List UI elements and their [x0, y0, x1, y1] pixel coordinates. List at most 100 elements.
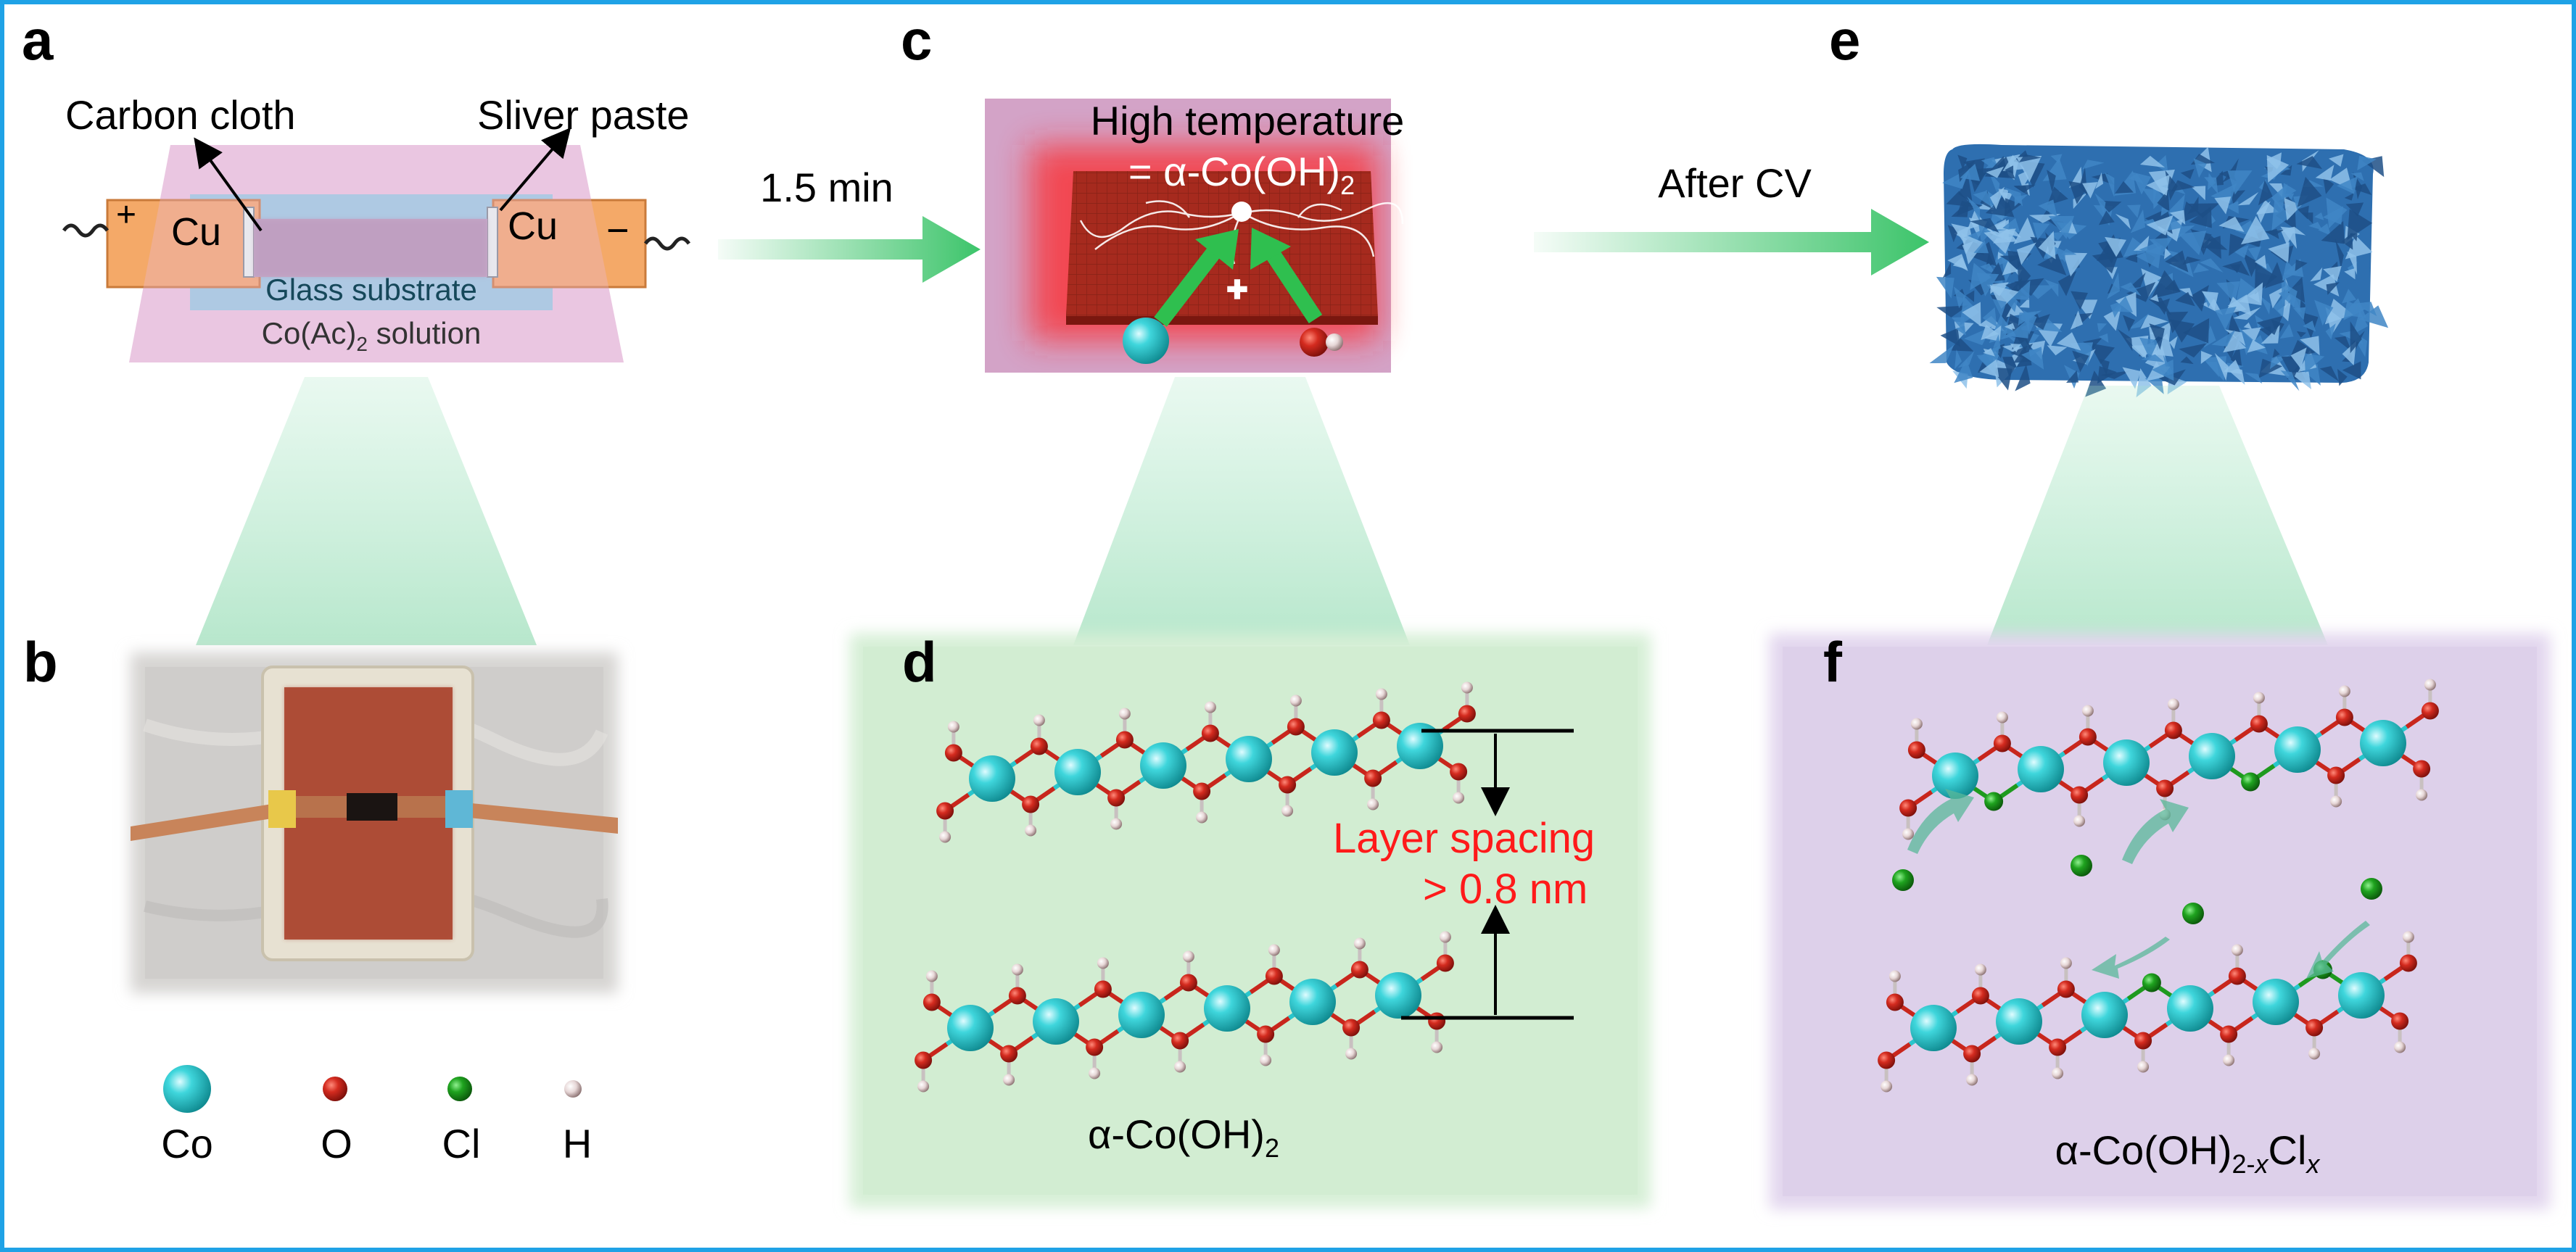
nanosheet-flake: [2098, 210, 2115, 225]
nanosheet-flake: [2149, 237, 2173, 254]
nanosheet-flake: [1973, 240, 1989, 254]
co-atom: [1226, 736, 1272, 782]
nanosheet-flake: [2019, 297, 2030, 308]
nanosheet-flake: [2056, 332, 2081, 351]
nanosheet-flake: [1960, 163, 1981, 181]
cu-right-label: Cu: [508, 204, 558, 248]
o-atom: [1878, 1051, 1896, 1069]
co-atom: [2103, 739, 2150, 786]
nanosheet-flake: [1954, 359, 1973, 384]
legend-cl-atom: [447, 1077, 472, 1101]
o-atom: [944, 744, 962, 762]
nanosheet-flake: [1992, 299, 2007, 318]
o-atom: [1008, 987, 1026, 1005]
migration-arrows: [1907, 789, 2370, 979]
oh-oxygen: [1300, 328, 1329, 357]
h-atom: [1260, 1054, 1272, 1066]
nanosheet-flake: [2290, 371, 2312, 390]
panel-d-letter: d: [902, 630, 937, 694]
free-cl-ion: [1892, 869, 1914, 891]
nanosheet-flake: [1989, 186, 2005, 210]
beam-a-b: [196, 377, 537, 645]
nanosheet-flake: [2180, 356, 2194, 365]
cu-left-label: Cu: [171, 210, 221, 254]
carbon-cloth-pointer: [194, 137, 263, 232]
nanosheet-flake: [2193, 158, 2207, 178]
nanosheet-flake: [1990, 285, 1997, 294]
o-atom: [2250, 715, 2268, 733]
h-atom: [2253, 692, 2265, 704]
legend-co-atom: [163, 1065, 211, 1113]
legend-o-label: O: [321, 1121, 352, 1166]
o-atom: [1257, 1025, 1275, 1043]
nanosheet-flake: [1954, 349, 1962, 370]
h-atom: [1345, 1048, 1358, 1060]
legend-h-label: H: [563, 1121, 592, 1166]
nanosheet-flake: [2098, 333, 2109, 343]
nanosheet-flake: [2247, 246, 2262, 262]
nanosheet-flake: [1981, 324, 1999, 341]
nanosheet-flake: [2050, 154, 2063, 164]
h-atom: [1902, 828, 1915, 840]
panel-f-letter: f: [1823, 630, 1843, 694]
nanosheet-flake: [1970, 217, 1999, 233]
h-atom: [1888, 970, 1901, 982]
h-atom: [1289, 695, 1302, 707]
nanosheet-flake: [2178, 231, 2207, 255]
nanosheet-flake: [2123, 315, 2135, 332]
co-atom: [1140, 742, 1186, 789]
nanosheet-flake: [2353, 310, 2369, 335]
nanosheet-flake: [1983, 348, 1995, 357]
nanosheet-flake: [2037, 253, 2067, 275]
nanosheet-flake: [2223, 333, 2247, 353]
nanosheet-flake: [2141, 268, 2163, 297]
nanosheet-flake: [2218, 216, 2245, 233]
nanosheet-flake: [2297, 205, 2309, 220]
wire-right: [643, 236, 691, 251]
nanosheet-flake: [1951, 200, 1969, 217]
o-atom: [2399, 954, 2417, 972]
panel-c-line1: High temperature: [1091, 98, 1405, 144]
nanosheet-flake: [2038, 231, 2056, 260]
o-atom: [1899, 799, 1917, 817]
nanosheet-flake: [2007, 318, 2030, 339]
o-atom: [915, 1051, 933, 1069]
co-ion: [1123, 318, 1169, 364]
carbon-cloth-label: Carbon cloth: [65, 92, 296, 138]
nanosheet-flake: [2175, 291, 2195, 307]
o-atom: [2413, 760, 2431, 778]
nanosheet-flake: [2047, 345, 2068, 356]
nanosheet-flake: [2052, 245, 2065, 263]
nanosheet-flake: [1970, 241, 1997, 267]
h-atom: [1033, 714, 1045, 726]
nanosheet-flake: [1947, 254, 1968, 271]
nanosheet-flake: [2122, 367, 2141, 389]
o-atom: [1287, 718, 1305, 736]
nanosheet-flake: [2272, 348, 2280, 358]
nanosheet-flake: [1993, 240, 2017, 268]
nanosheet-flake: [1989, 284, 2019, 309]
nanosheet-flake: [1929, 344, 1954, 364]
nanosheet-flake: [2280, 165, 2292, 176]
copper-strip-right: [450, 801, 618, 834]
nanosheet-flake: [2017, 260, 2031, 291]
co-atom: [1033, 998, 1079, 1045]
h-atom: [1881, 1080, 1893, 1093]
clip-right: [445, 790, 473, 828]
o-atom: [1993, 734, 2011, 753]
h-atom: [947, 721, 959, 733]
o-atom: [1171, 1032, 1189, 1050]
nanosheet-flake: [2297, 176, 2322, 207]
copper-strip-left: [131, 801, 290, 841]
h-atom: [2330, 795, 2342, 808]
legend-co-label: Co: [161, 1121, 213, 1166]
nanosheet-flake: [2072, 350, 2089, 373]
nanosheet-flake: [1957, 350, 1975, 368]
nanosheet-flake: [2139, 243, 2166, 257]
nanosheet-flake: [2334, 336, 2352, 352]
nanosheet-flake: [2245, 372, 2263, 384]
nanosheet-flake: [2237, 191, 2259, 206]
free-cl-ion: [2361, 878, 2382, 900]
o-atom: [2156, 779, 2174, 797]
